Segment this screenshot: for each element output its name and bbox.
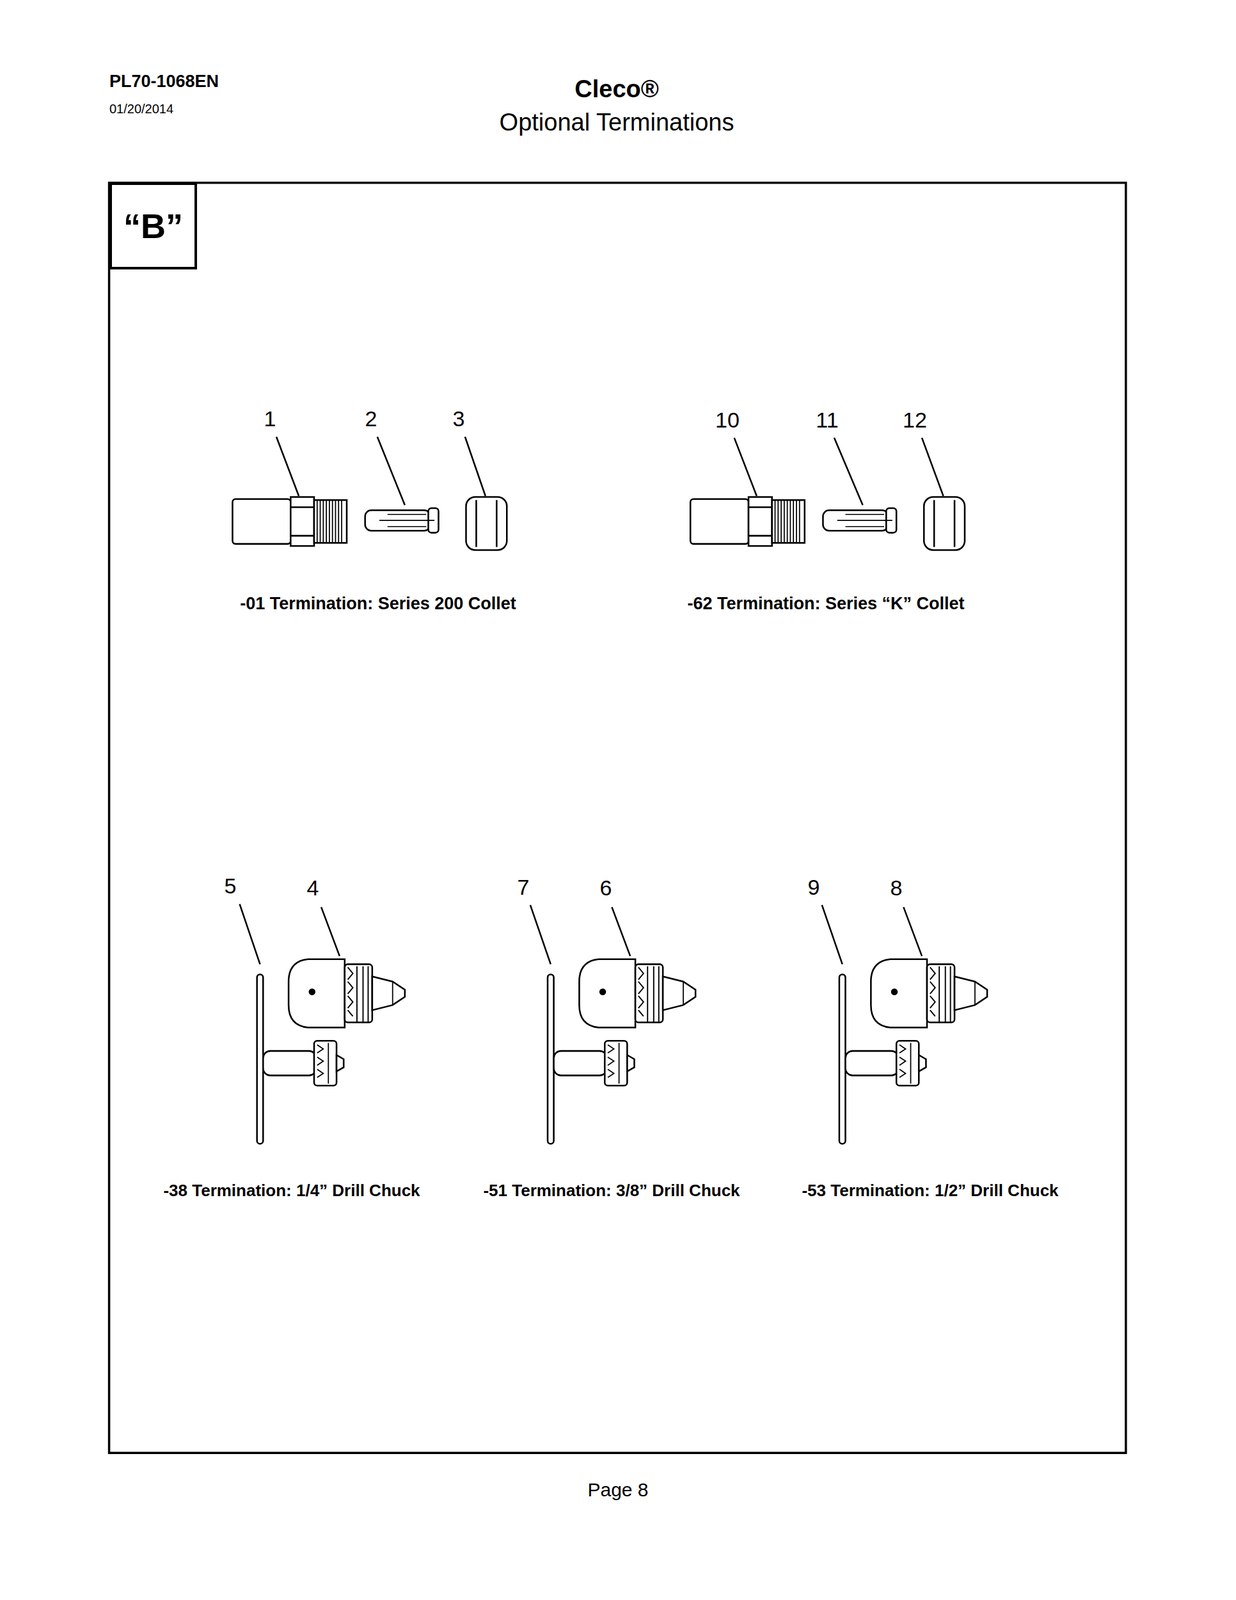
section-tag-box: “B”: [109, 182, 198, 270]
brand-title: Cleco®: [574, 76, 659, 103]
page-frame: [109, 182, 1126, 1453]
page-heading: Optional Terminations: [499, 109, 735, 137]
section-tag: “B”: [123, 208, 183, 244]
callout-number: 12: [902, 408, 927, 432]
termination-caption: -01 Termination: Series 200 Collet: [239, 594, 517, 614]
leader-lines: [239, 436, 944, 965]
callout-number: 7: [517, 875, 530, 899]
termination-caption: -38 Termination: 1/4” Drill Chuck: [163, 1180, 420, 1200]
callout-number: 6: [600, 875, 613, 900]
page-number: Page 8: [587, 1478, 649, 1500]
termination-caption: -53 Termination: 1/2” Drill Chuck: [801, 1180, 1059, 1200]
callout-number: 4: [307, 875, 320, 900]
termination-caption: -51 Termination: 3/8” Drill Chuck: [483, 1180, 740, 1200]
callout-number: 3: [452, 406, 466, 431]
callout-number: 8: [890, 875, 903, 900]
callout-number: 2: [365, 406, 378, 431]
termination-caption: -62 Termination: Series “K” Collet: [687, 594, 965, 614]
document-number: PL70-1068EN: [109, 72, 219, 92]
callout-number: 11: [815, 408, 839, 432]
callout-number: 1: [264, 406, 277, 431]
callout-number: 5: [224, 873, 237, 898]
callout-number: 9: [808, 875, 821, 899]
callout-number: 10: [715, 408, 740, 432]
document-date: 01/20/2014: [109, 101, 174, 116]
